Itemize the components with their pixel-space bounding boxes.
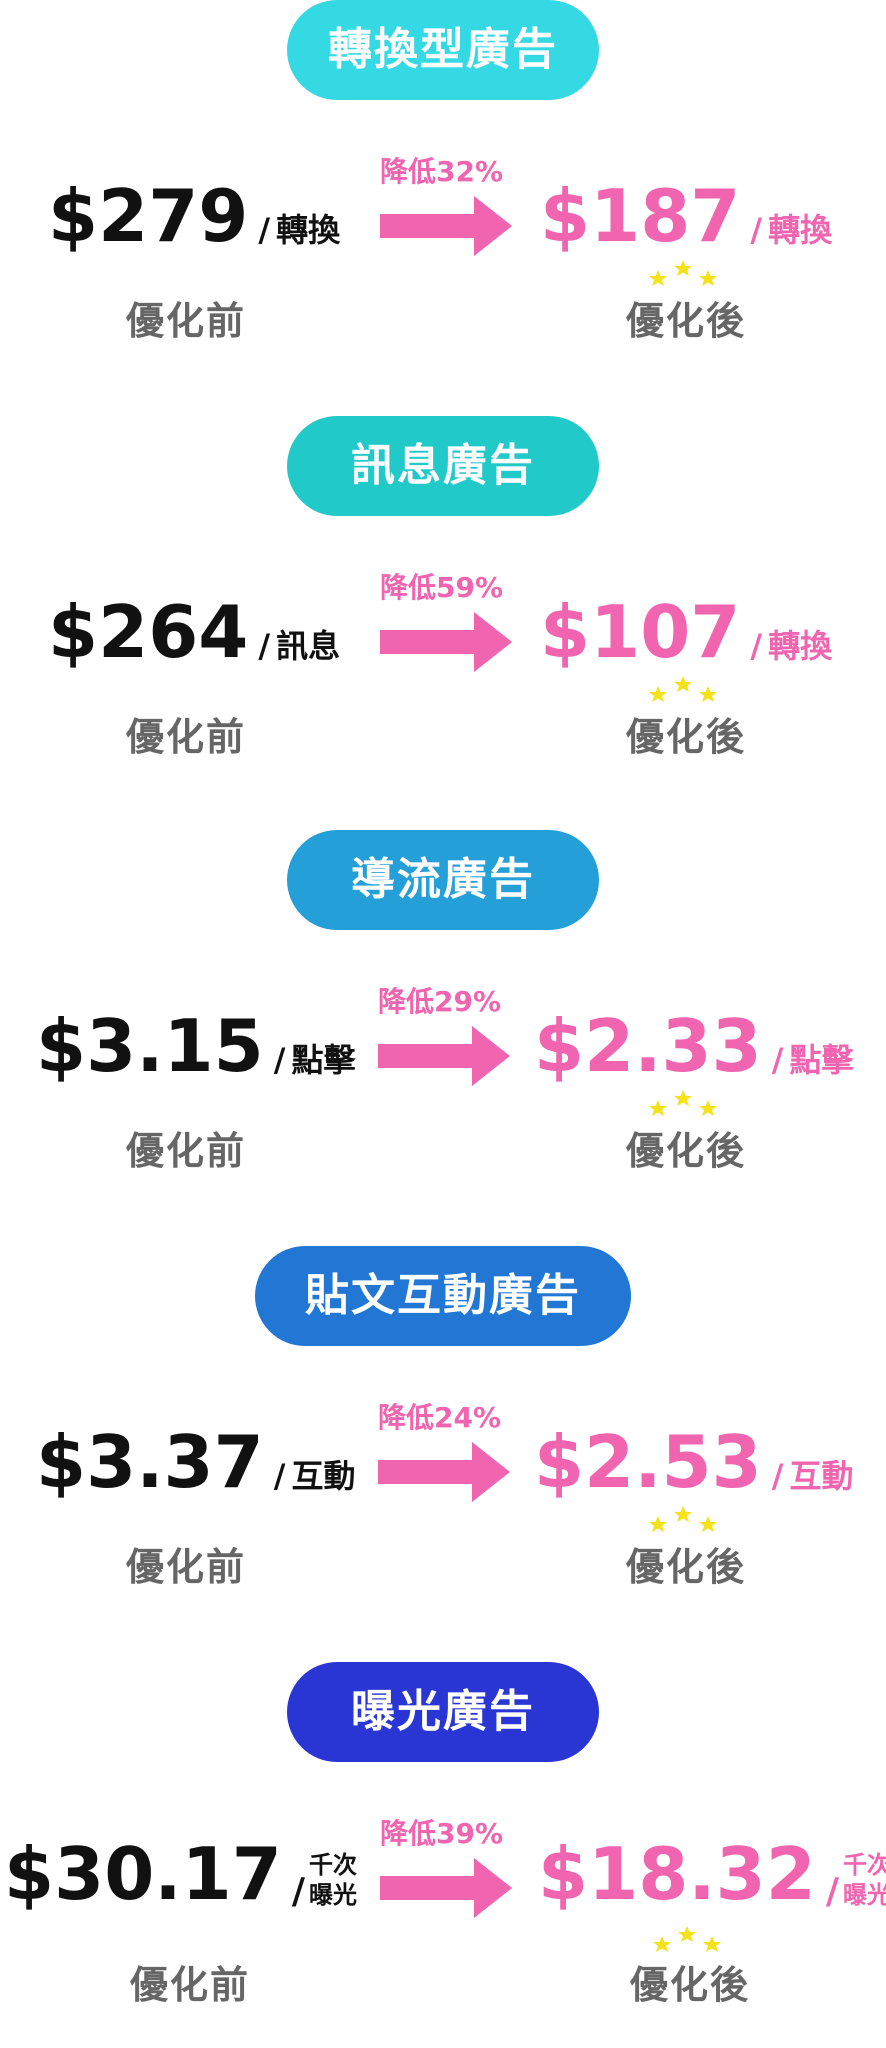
unit-slash: /: [273, 1041, 286, 1079]
message-ad-section: 訊息廣告 $264/訊息 降低59% $107/轉換 優化前 優化後: [0, 416, 886, 776]
stars-icon: [649, 1090, 717, 1116]
right-arrow-icon: [380, 612, 512, 672]
after-price-group: $107/轉換: [540, 596, 832, 668]
stars-icon: [649, 1506, 717, 1532]
after-caption: 優化後: [626, 1545, 747, 1589]
stars-icon: [649, 676, 717, 702]
after-price: $107: [540, 590, 741, 674]
before-caption: 優化前: [130, 1963, 251, 2007]
before-unit: 訊息: [276, 627, 341, 665]
unit-slash: /: [771, 1457, 784, 1495]
reduction-label: 降低39%: [380, 1817, 504, 1850]
after-unit: 轉換: [768, 627, 833, 665]
after-price: $2.53: [534, 1420, 762, 1504]
traffic-ad-section: 導流廣告 $3.15/點擊 降低29% $2.33/點擊 優化前 優化後: [0, 830, 886, 1190]
unit-slash: /: [825, 1871, 839, 1912]
before-price: $264: [48, 590, 249, 674]
engagement-ad-section: 貼文互動廣告 $3.37/互動 降低24% $2.53/互動 優化前 優化後: [0, 1246, 886, 1606]
after-price-group: $2.33/點擊: [534, 1010, 853, 1082]
before-price-group: $3.15/點擊: [36, 1010, 355, 1082]
before-price: $279: [48, 174, 249, 258]
reduction-label: 降低29%: [378, 985, 502, 1018]
after-unit-line1: 千次: [843, 1851, 886, 1879]
after-unit: 轉換: [768, 211, 833, 249]
before-caption: 優化前: [126, 715, 247, 759]
section-title-pill: 曝光廣告: [287, 1662, 599, 1762]
right-arrow-icon: [378, 1442, 510, 1502]
after-price: $187: [540, 174, 741, 258]
before-caption: 優化前: [126, 1129, 247, 1173]
reduction-label: 降低59%: [380, 571, 504, 604]
before-unit-line2: 曝光: [309, 1881, 357, 1909]
after-caption: 優化後: [630, 1963, 751, 2007]
unit-slash: /: [750, 211, 763, 249]
unit-slash: /: [750, 627, 763, 665]
after-caption: 優化後: [626, 1129, 747, 1173]
before-caption: 優化前: [126, 299, 247, 343]
before-unit: 互動: [291, 1457, 356, 1495]
before-caption: 優化前: [126, 1545, 247, 1589]
after-unit: 千次曝光: [843, 1850, 886, 1910]
before-unit: 點擊: [291, 1041, 356, 1079]
after-price-group: $2.53/互動: [534, 1426, 853, 1498]
after-price: $18.32: [538, 1832, 816, 1916]
after-caption: 優化後: [626, 715, 747, 759]
before-price-group: $3.37/互動: [36, 1426, 355, 1498]
right-arrow-icon: [378, 1026, 510, 1086]
reduction-label: 降低24%: [378, 1401, 502, 1434]
reduction-label: 降低32%: [380, 155, 504, 188]
unit-slash: /: [258, 627, 271, 665]
stars-icon: [653, 1926, 721, 1952]
conversion-ad-section: 轉換型廣告 $279/轉換 降低32% $187/轉換 優化前 優化後: [0, 0, 886, 360]
section-title-pill: 導流廣告: [287, 830, 599, 930]
before-price-group: $264/訊息: [48, 596, 340, 668]
after-price-group: $187/轉換: [540, 180, 832, 252]
after-price: $2.33: [534, 1004, 762, 1088]
section-title-pill: 貼文互動廣告: [255, 1246, 631, 1346]
after-unit-stack: /千次曝光: [826, 1850, 886, 1910]
before-price: $3.15: [36, 1004, 264, 1088]
after-unit-line2: 曝光: [843, 1881, 886, 1909]
after-price-group: $18.32/千次曝光: [538, 1838, 886, 1910]
unit-slash: /: [258, 211, 271, 249]
before-unit-line1: 千次: [309, 1851, 357, 1879]
before-unit: 轉換: [276, 211, 341, 249]
before-unit: 千次曝光: [309, 1850, 357, 1910]
section-title-pill: 訊息廣告: [287, 416, 599, 516]
unit-slash: /: [273, 1457, 286, 1495]
before-price-group: $279/轉換: [48, 180, 340, 252]
after-caption: 優化後: [626, 299, 747, 343]
right-arrow-icon: [380, 1858, 512, 1918]
before-price: $3.37: [36, 1420, 264, 1504]
before-unit-stack: /千次曝光: [292, 1850, 357, 1910]
stars-icon: [649, 260, 717, 286]
after-unit: 點擊: [789, 1041, 854, 1079]
unit-slash: /: [291, 1871, 305, 1912]
impression-ad-section: 曝光廣告 $30.17/千次曝光 降低39% $18.32/千次曝光 優化前 優…: [0, 1662, 886, 2022]
unit-slash: /: [771, 1041, 784, 1079]
after-unit: 互動: [789, 1457, 854, 1495]
before-price-group: $30.17/千次曝光: [4, 1838, 357, 1910]
section-title-pill: 轉換型廣告: [287, 0, 599, 100]
right-arrow-icon: [380, 196, 512, 256]
before-price: $30.17: [4, 1832, 282, 1916]
